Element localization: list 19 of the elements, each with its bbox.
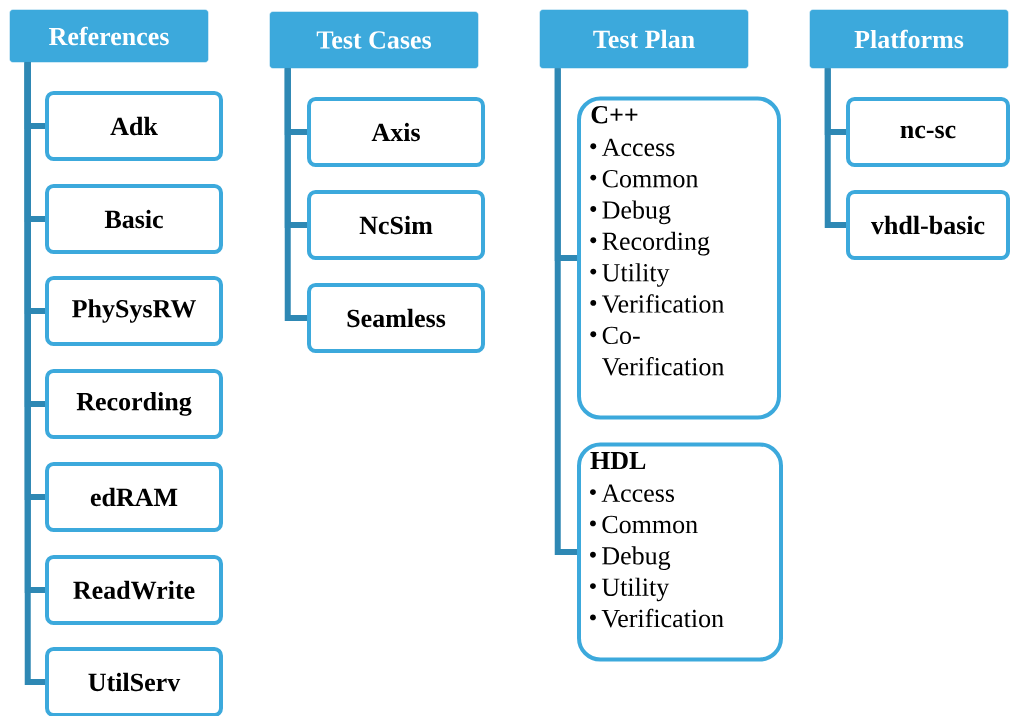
category-header: References [9,9,209,63]
item-box: edRAM [45,462,223,532]
item-box: ReadWrite [45,555,223,625]
item-box: vhdl-basic [846,190,1010,260]
item-box: Basic [45,184,223,254]
connector-line [824,68,846,228]
category-header: Test Cases [269,11,479,69]
list-box: HDL Access Common Debug Utility Verification [577,442,783,662]
category-header: Test Plan [539,9,749,69]
list-box: C++ Access Common Debug Recording Utility Verification Co-Verification [577,96,781,420]
category-header: Platforms [809,9,1009,69]
item-box: Axis [307,97,485,167]
item-box: nc-sc [846,97,1010,167]
item-box: NcSim [307,190,485,260]
item-box: PhySysRW [45,276,223,346]
item-box: Recording [45,369,223,439]
item-box: Seamless [307,283,485,353]
item-box: Adk [45,91,223,161]
item-box: UtilServ [45,647,223,716]
